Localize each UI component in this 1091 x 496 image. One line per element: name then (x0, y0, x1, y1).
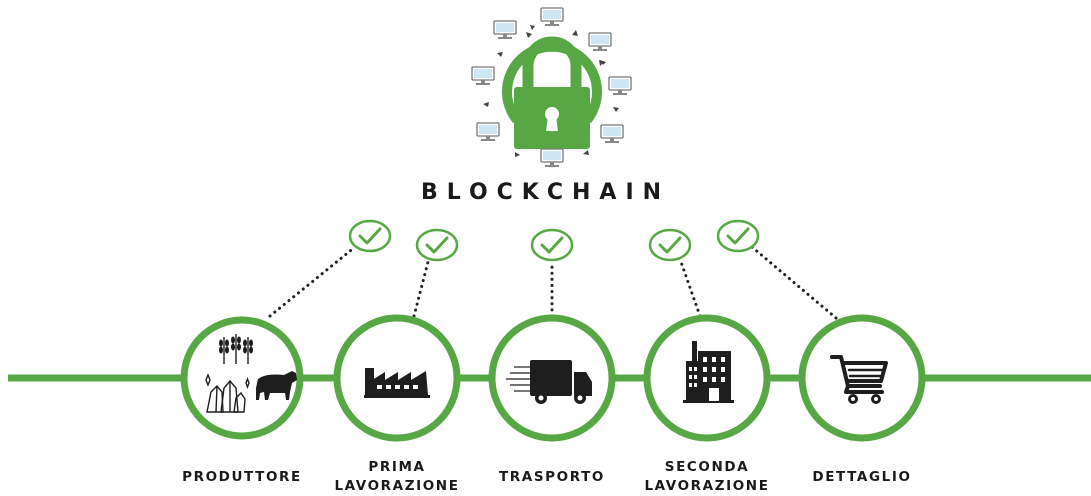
factory-icon (364, 368, 430, 398)
stage-label-prima-lavorazione: PRIMA LAVORAZIONE (312, 458, 482, 496)
connector-prima-lavorazione (412, 260, 430, 318)
truck-icon (506, 360, 592, 404)
connector-produttore (268, 245, 357, 318)
page-title: BLOCKCHAIN (420, 180, 671, 205)
stage-label-line: SECONDA (664, 459, 750, 475)
check-icon (716, 219, 760, 253)
stage-label-produttore: PRODUTTORE (157, 468, 327, 487)
stage-label-trasporto: TRASPORTO (467, 468, 637, 487)
stage-label-line: LAVORAZIONE (334, 478, 460, 494)
connector-dettaglio (750, 245, 838, 320)
industrial-building-icon (683, 341, 734, 403)
check-badges (348, 219, 760, 262)
computer-icon (600, 124, 624, 143)
stage-label-line: DETTAGLIO (812, 469, 912, 485)
computer-icon (588, 32, 612, 51)
stage-label-dettaglio: DETTAGLIO (777, 468, 947, 487)
stage-circle-dettaglio (798, 314, 926, 442)
stage-label-line: LAVORAZIONE (644, 478, 770, 494)
computer-icon (540, 7, 564, 26)
arrow-icons (483, 25, 619, 157)
connector-seconda-lavorazione (679, 260, 702, 318)
network-ring (502, 41, 602, 124)
stage-label-line: PRIMA (368, 459, 426, 475)
computer-icon (476, 122, 500, 141)
computer-icon (608, 76, 632, 95)
check-icon (648, 228, 692, 262)
wheat-cow-crystal-icon (205, 334, 297, 413)
computer-icon (493, 20, 517, 39)
computer-icon (471, 66, 495, 85)
shopping-cart-icon (830, 355, 888, 404)
stage-circle-produttore (180, 316, 304, 440)
network-nodes (471, 7, 632, 167)
stage-label-seconda-lavorazione: SECONDA LAVORAZIONE (622, 458, 792, 496)
stage-label-line: TRASPORTO (498, 469, 606, 485)
check-icon (415, 228, 459, 262)
computer-icon (540, 148, 564, 167)
keyhole-icon (545, 107, 559, 131)
connectors (268, 245, 838, 320)
blockchain-network-icon (471, 7, 632, 167)
check-icon (530, 228, 574, 262)
check-icon (348, 219, 392, 253)
stage-label-line: PRODUTTORE (182, 469, 302, 485)
